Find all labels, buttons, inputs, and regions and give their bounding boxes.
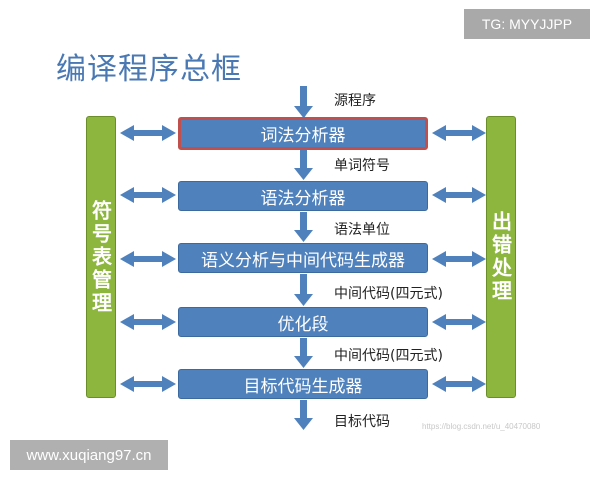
tg-tag-badge: TG: MYYJJPP	[464, 9, 590, 39]
stage-optimizer: 优化段	[178, 307, 428, 337]
stage-syntax-analyzer: 语法分析器	[178, 181, 428, 211]
right-link-arrow-3	[432, 251, 486, 267]
flow-arrow-source-head	[294, 106, 313, 118]
flow-arrow-4-shaft	[300, 338, 307, 358]
flow-arrow-1-head	[294, 168, 313, 180]
left-link-arrow-2	[120, 187, 176, 203]
flow-arrows	[294, 86, 313, 430]
csdn-watermark: https://blog.csdn.net/u_40470080	[422, 422, 541, 431]
flow-arrow-2-shaft	[300, 212, 307, 232]
flow-arrow-4-head	[294, 356, 313, 368]
left-link-arrows	[120, 125, 176, 392]
flow-arrow-5-shaft	[300, 400, 307, 420]
left-link-arrow-5	[120, 376, 176, 392]
flow-arrow-3-head	[294, 294, 313, 306]
flow-label-source-program: 源程序	[334, 93, 376, 109]
error-handling-panel: 出错处理	[486, 116, 516, 398]
left-link-arrow-4	[120, 314, 176, 330]
left-link-arrow-3	[120, 251, 176, 267]
page-title: 编译程序总框	[56, 52, 242, 87]
flow-arrow-5-head	[294, 418, 313, 430]
right-link-arrow-1	[432, 125, 486, 141]
stage-code-generator: 目标代码生成器	[178, 369, 428, 399]
right-link-arrows	[432, 125, 486, 392]
flow-arrow-1-shaft	[300, 150, 307, 170]
website-badge: www.xuqiang97.cn	[10, 440, 168, 470]
flow-label-intermediate-code-2: 中间代码(四元式)	[334, 348, 443, 364]
left-link-arrow-1	[120, 125, 176, 141]
symbol-table-panel: 符号表管理	[86, 116, 116, 398]
flow-label-tokens: 单词符号	[334, 158, 390, 174]
stage-lexical-analyzer: 词法分析器	[178, 117, 428, 150]
flow-arrow-2-head	[294, 230, 313, 242]
flow-arrow-source-shaft	[300, 86, 307, 108]
right-link-arrow-4	[432, 314, 486, 330]
flow-label-target-code: 目标代码	[334, 414, 390, 430]
right-link-arrow-5	[432, 376, 486, 392]
right-link-arrow-2	[432, 187, 486, 203]
flow-label-syntax-units: 语法单位	[334, 222, 390, 238]
flow-label-intermediate-code-1: 中间代码(四元式)	[334, 286, 443, 302]
stage-semantic-ir-generator: 语义分析与中间代码生成器	[178, 243, 428, 273]
flow-arrow-3-shaft	[300, 274, 307, 296]
